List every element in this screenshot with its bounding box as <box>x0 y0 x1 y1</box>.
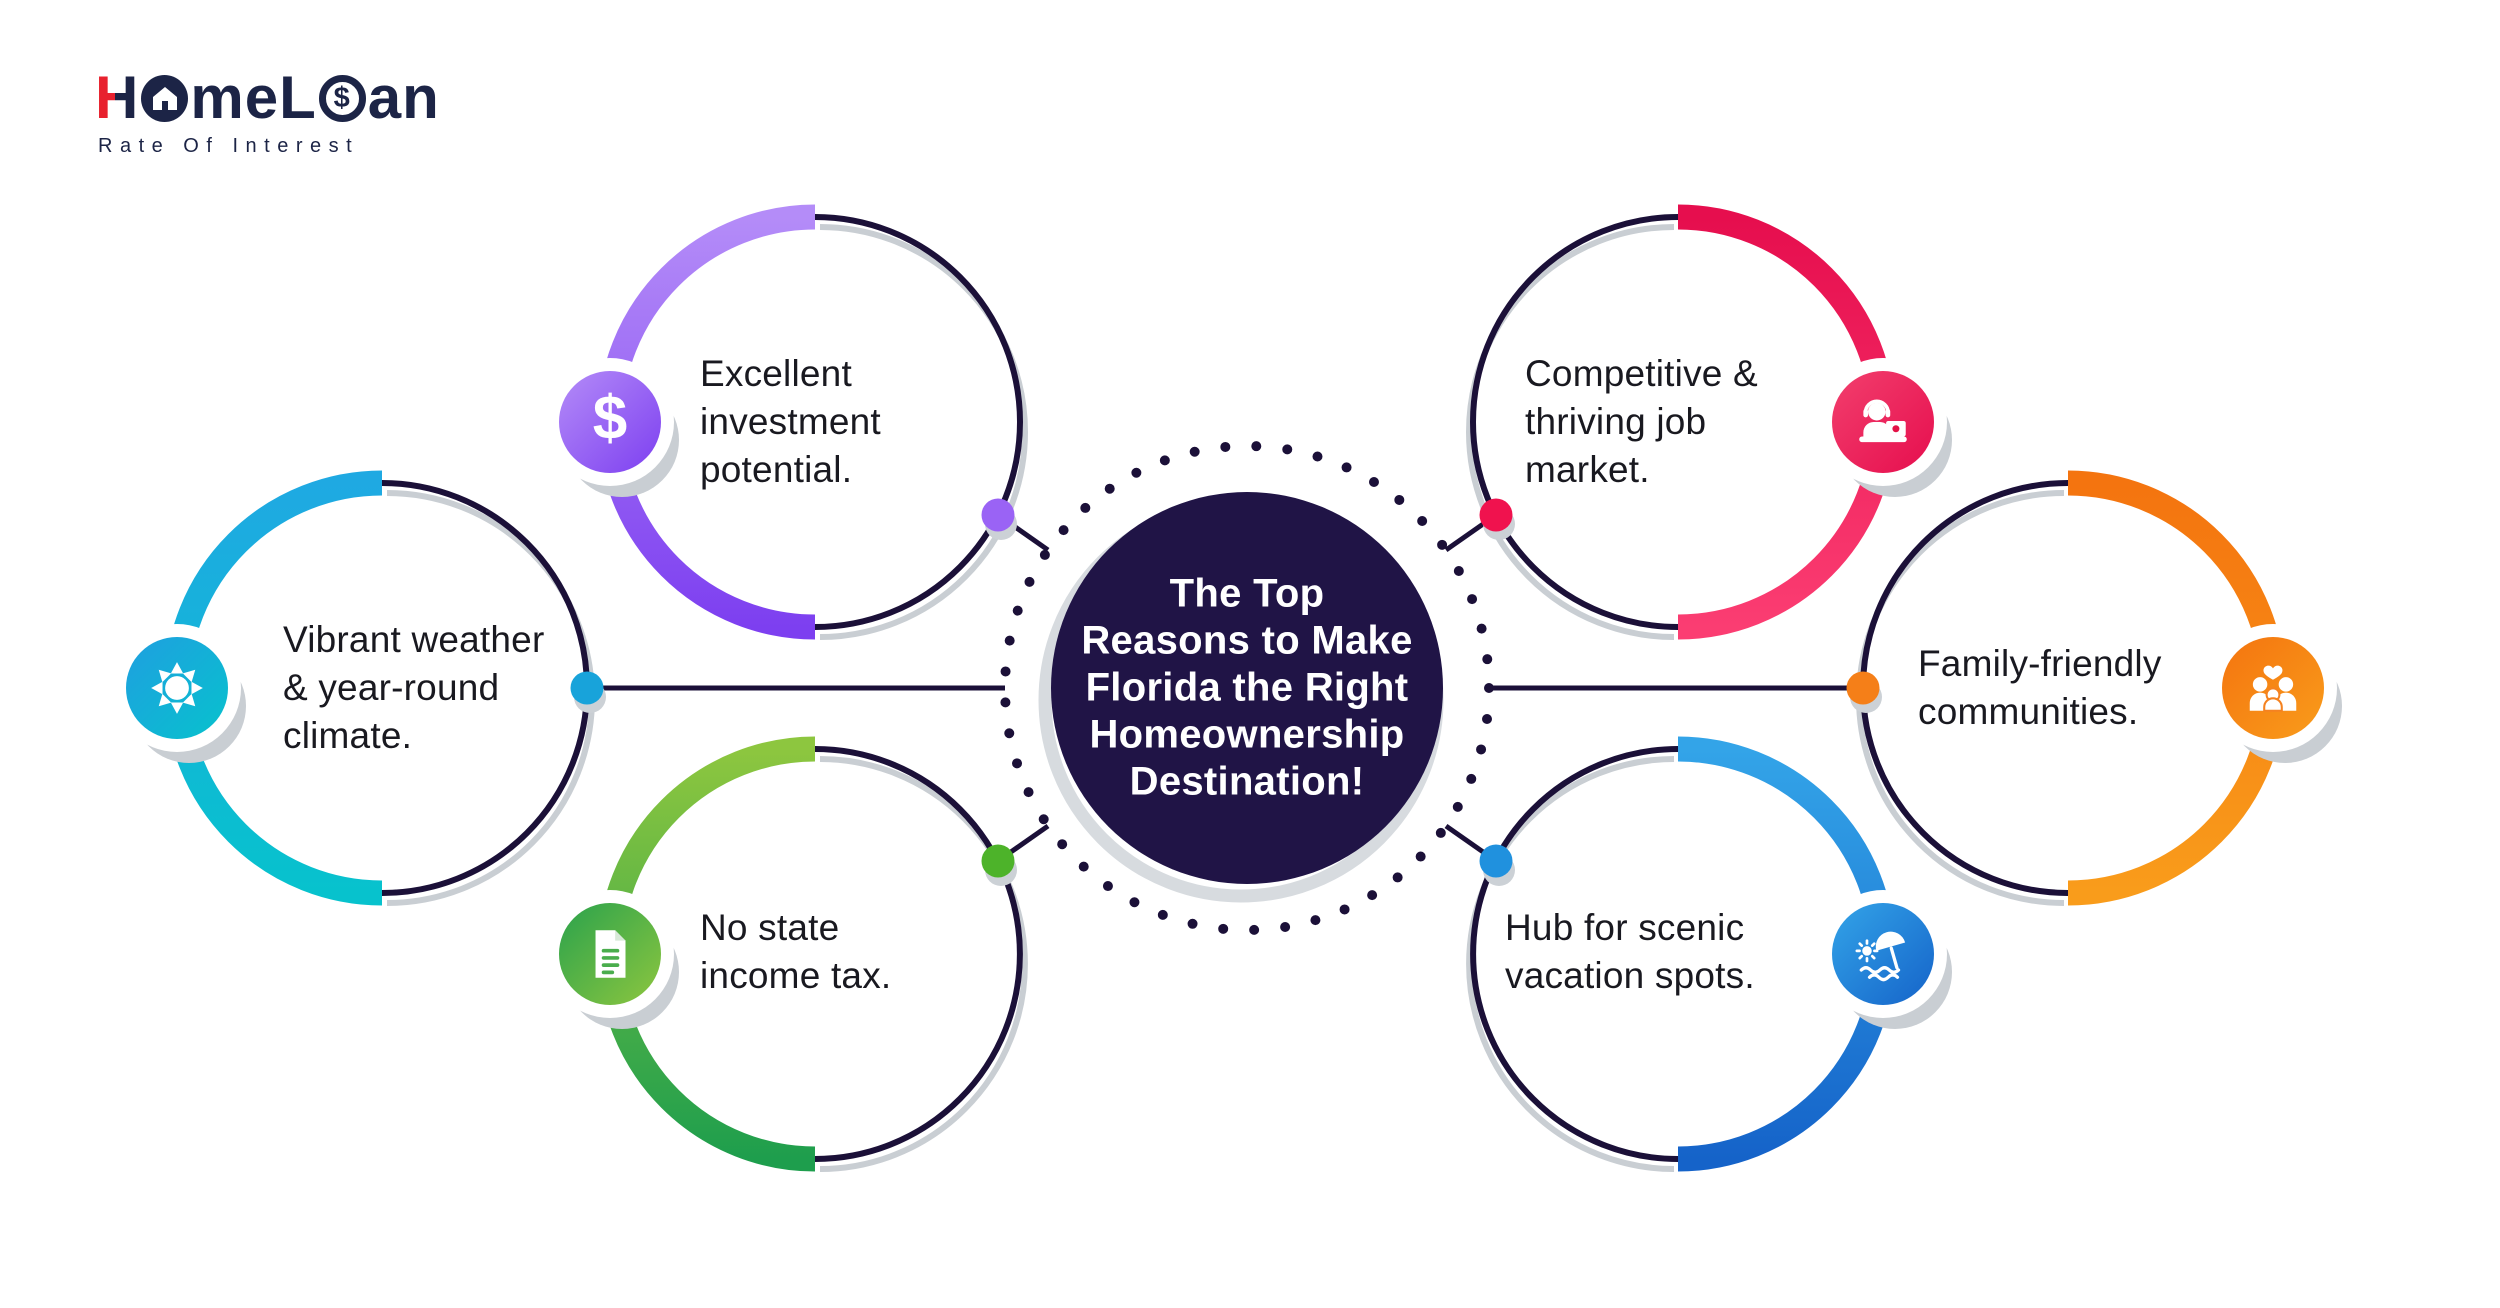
connector-dot-investment <box>981 498 1015 532</box>
center-hub-disk <box>1051 492 1443 884</box>
badge-investment: $ <box>546 358 674 486</box>
document-icon <box>559 903 661 1005</box>
connector-dot-weather <box>570 671 604 705</box>
connector-dot-vacation <box>1479 844 1513 878</box>
label-tax: No state income tax. <box>700 907 892 996</box>
center-hub <box>1000 441 1494 935</box>
family-icon <box>2222 637 2324 739</box>
connector-dot-tax <box>981 844 1015 878</box>
dollar-icon: $ <box>559 371 661 473</box>
logo-letters-me: me <box>190 64 280 131</box>
badge-job <box>1819 358 1947 486</box>
label-vacation: Hub for scenic vacation spots. <box>1505 907 1755 996</box>
logo-letter-h: H <box>95 64 140 131</box>
sun-icon <box>126 637 228 739</box>
logo-tagline: Rate Of Interest <box>98 135 360 157</box>
label-investment: Excellent investment potential. <box>700 353 881 490</box>
dollar-coin-icon: $ <box>318 74 366 122</box>
label-weather: Vibrant weather & year-round climate. <box>283 619 545 756</box>
house-hands-icon <box>141 74 189 122</box>
center-title: The Top Reasons to Make Florida the Righ… <box>1081 571 1413 804</box>
beach-icon <box>1832 903 1934 1005</box>
badge-vacation <box>1819 890 1947 1018</box>
connector-dot-family <box>1846 671 1880 705</box>
connector-dots <box>570 498 1882 886</box>
logo-letters-an: an <box>367 64 440 131</box>
badge-weather <box>113 624 241 752</box>
label-family: Family-friendly communities. <box>1918 643 2162 732</box>
label-job: Competitive & thriving job market. <box>1525 353 1758 490</box>
connector-dot-job <box>1479 498 1513 532</box>
job-seeker-icon <box>1832 371 1934 473</box>
center-dotted-ring <box>1000 441 1494 935</box>
logo-letter-l: L <box>279 64 317 131</box>
badge-tax <box>546 890 674 1018</box>
badge-family <box>2209 624 2337 752</box>
